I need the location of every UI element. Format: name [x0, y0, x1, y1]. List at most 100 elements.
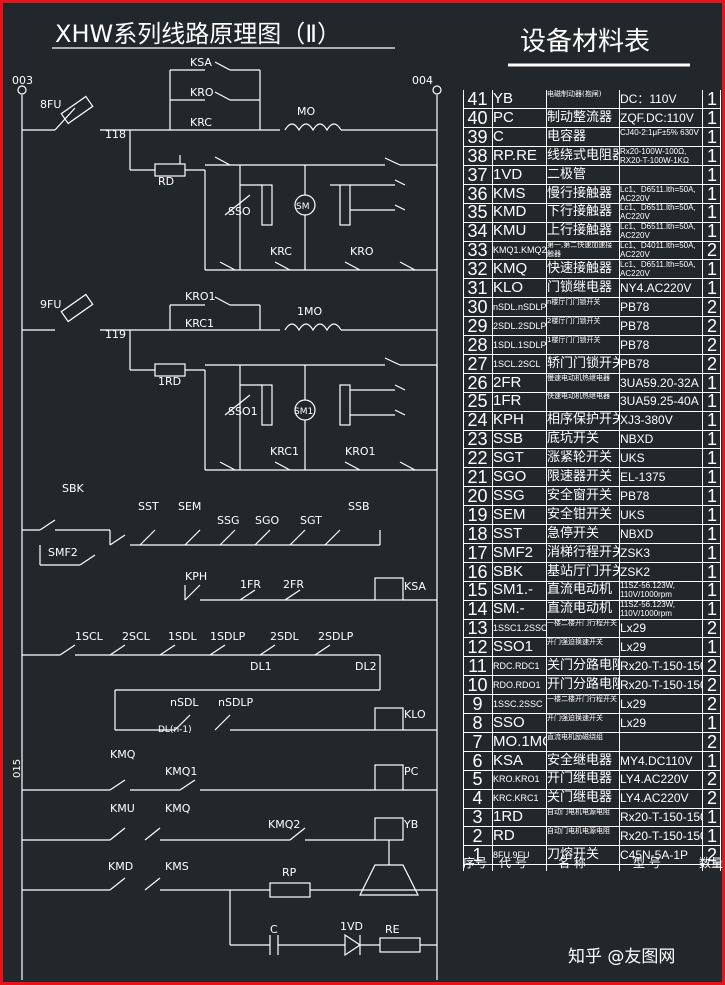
bom-cell-name: 安全继电器 [547, 752, 613, 768]
kro-label-2: KRO [350, 245, 374, 258]
bom-cell-code: SMF2 [493, 543, 534, 561]
bom-cell-qty: 1 [706, 562, 717, 581]
header-type: 型 号 [633, 856, 661, 870]
bom-cell-name: 底坑开关 [547, 431, 600, 447]
bom-cell-no: 10 [467, 675, 488, 695]
bom-cell-qty: 1 [706, 581, 717, 600]
bom-cell-qty: 1 [706, 751, 717, 770]
yb-label: YB [403, 818, 418, 831]
bom-cell-type: C45N-5A-1P [620, 848, 689, 862]
bom-cell-code: 1RD [493, 808, 524, 826]
bom-cell-qty: 1 [706, 165, 717, 184]
bom-cell-type: PB78 [620, 299, 650, 314]
bom-cell-type: UKS [620, 507, 645, 522]
bom-cell-name: 开门继电器 [547, 771, 613, 787]
bom-cell-no: 9 [472, 694, 483, 714]
bom-cell-type: Lc1、D6511.lth=50A, AC220V [620, 222, 696, 241]
bom-cell-name: 电容器 [547, 128, 587, 144]
smf2-label: SMF2 [48, 546, 78, 559]
bom-cell-code: KMD [493, 203, 527, 221]
bom-cell-no: 7 [472, 732, 483, 751]
bom-cell-name: 基站厅门开关 [547, 563, 619, 579]
bom-cell-qty: 1 [706, 468, 717, 487]
bom-cell-no: 13 [467, 619, 488, 638]
klo-coil-label: KLO [404, 708, 426, 721]
sdl2-label: 2SDL [270, 630, 299, 643]
bom-cell-name: 快速电动机热继电器 [547, 392, 610, 401]
pc-label: PC [404, 765, 419, 778]
bom-cell-qty: 2 [706, 335, 717, 354]
bom-cell-code: SGO [493, 468, 527, 485]
bom-cell-name: 开门强迫换速开关 [547, 713, 603, 722]
bom-cell-type: Lc1、D6511.lth=50A, AC220V [620, 260, 696, 279]
bom-cell-qty: 2 [706, 241, 717, 260]
bom-cell-qty: 1 [706, 449, 717, 468]
bom-cell-qty: 1 [706, 713, 717, 732]
bom-cell-name: 开门分路电阻 [547, 676, 619, 692]
scl2-label: 2SCL [122, 630, 151, 643]
kmq-label: KMQ [110, 748, 136, 761]
watermark: 知乎 @友图网 [568, 947, 676, 967]
fuse-8fu-label: 8FU [40, 98, 61, 111]
sdlp1-label: 1SDLP [210, 630, 246, 643]
header-name: 名 称 [558, 856, 586, 870]
bom-cell-type: 3UA59.25-40A [620, 394, 699, 409]
bom-cell-name: 线绕式电阻器 [547, 147, 619, 163]
bom-cell-qty: 2 [706, 316, 717, 336]
bom-cell-no: 35 [467, 203, 488, 222]
fr2-label: 2FR [283, 578, 304, 591]
bom-cell-qty: 2 [706, 846, 717, 865]
bom-cell-type: ZSK2 [620, 564, 651, 579]
bom-cell-type: DC：110V [620, 92, 677, 106]
bom-cell-no: 31 [467, 279, 488, 298]
bom-cell-name: 2楼厅门门锁开关 [547, 316, 601, 325]
bom-cell-type: PB78 [620, 337, 650, 352]
kmu-label: KMU [110, 802, 135, 815]
bom-cell-code: 1SDL.1SDLP [493, 339, 547, 350]
bom-cell-qty: 1 [706, 600, 717, 619]
bom-cell-name: 自动门电机电源电阻 [547, 808, 610, 817]
bom-cell-no: 15 [467, 581, 488, 600]
bom-cell-no: 25 [467, 392, 488, 411]
bom-cell-code: nSDL.nSDLP [493, 301, 547, 312]
bom-cell-code: KLO [493, 279, 524, 296]
bom-cell-code: SGT [493, 449, 524, 467]
bom-cell-name: 涨紧轮开关 [547, 450, 613, 466]
re-label: RE [385, 923, 400, 936]
bom-cell-qty: 2 [706, 657, 717, 676]
bom-cell-code: SSO1 [493, 638, 534, 656]
bom-cell-qty: 2 [706, 732, 717, 751]
sgo-label: SGO [255, 514, 280, 527]
bom-cell-type: ZSK3 [620, 545, 651, 560]
sm-motor-label: SM [296, 202, 309, 212]
bom-cell-no: 32 [467, 260, 488, 279]
node-003: 003 [12, 74, 33, 87]
bom-cell-no: 21 [467, 468, 488, 487]
bom-cell-type [620, 166, 702, 184]
kmq-label-2: KMQ [165, 802, 191, 815]
bom-cell-no: 4 [472, 789, 483, 808]
bom-cell-type: NBXD [620, 432, 654, 447]
bom-cell-code: PC [493, 108, 514, 126]
bom-cell-no: 14 [467, 600, 488, 619]
bom-cell-qty: 2 [706, 694, 717, 714]
sso-switch-label: SSO [228, 205, 251, 218]
bom-cell-qty: 1 [706, 505, 717, 525]
wire-015-label: 015 [12, 759, 23, 778]
bom-cell-qty: 2 [706, 789, 717, 808]
kmq1-label: KMQ1 [165, 765, 197, 778]
bom-cell-type: Rx20-T-150-150 [620, 677, 702, 692]
bom-cell-qty: 1 [706, 638, 717, 657]
bom-cell-qty: 1 [706, 279, 717, 298]
bom-cell-type: NBXD [620, 526, 654, 541]
bom-cell-qty: 1 [706, 127, 717, 147]
